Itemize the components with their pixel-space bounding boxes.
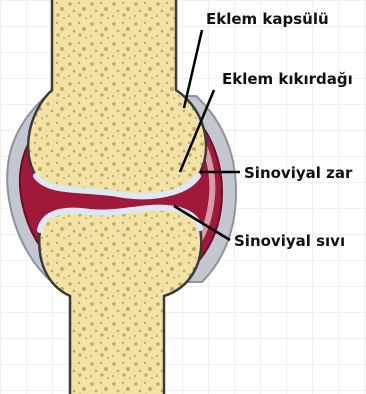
label-membrane: Sinoviyal zar — [244, 164, 353, 182]
label-capsule: Eklem kapsülü — [206, 10, 329, 28]
label-cartilage: Eklem kıkırdağı — [222, 70, 353, 88]
label-fluid: Sinoviyal sıvı — [234, 232, 345, 250]
